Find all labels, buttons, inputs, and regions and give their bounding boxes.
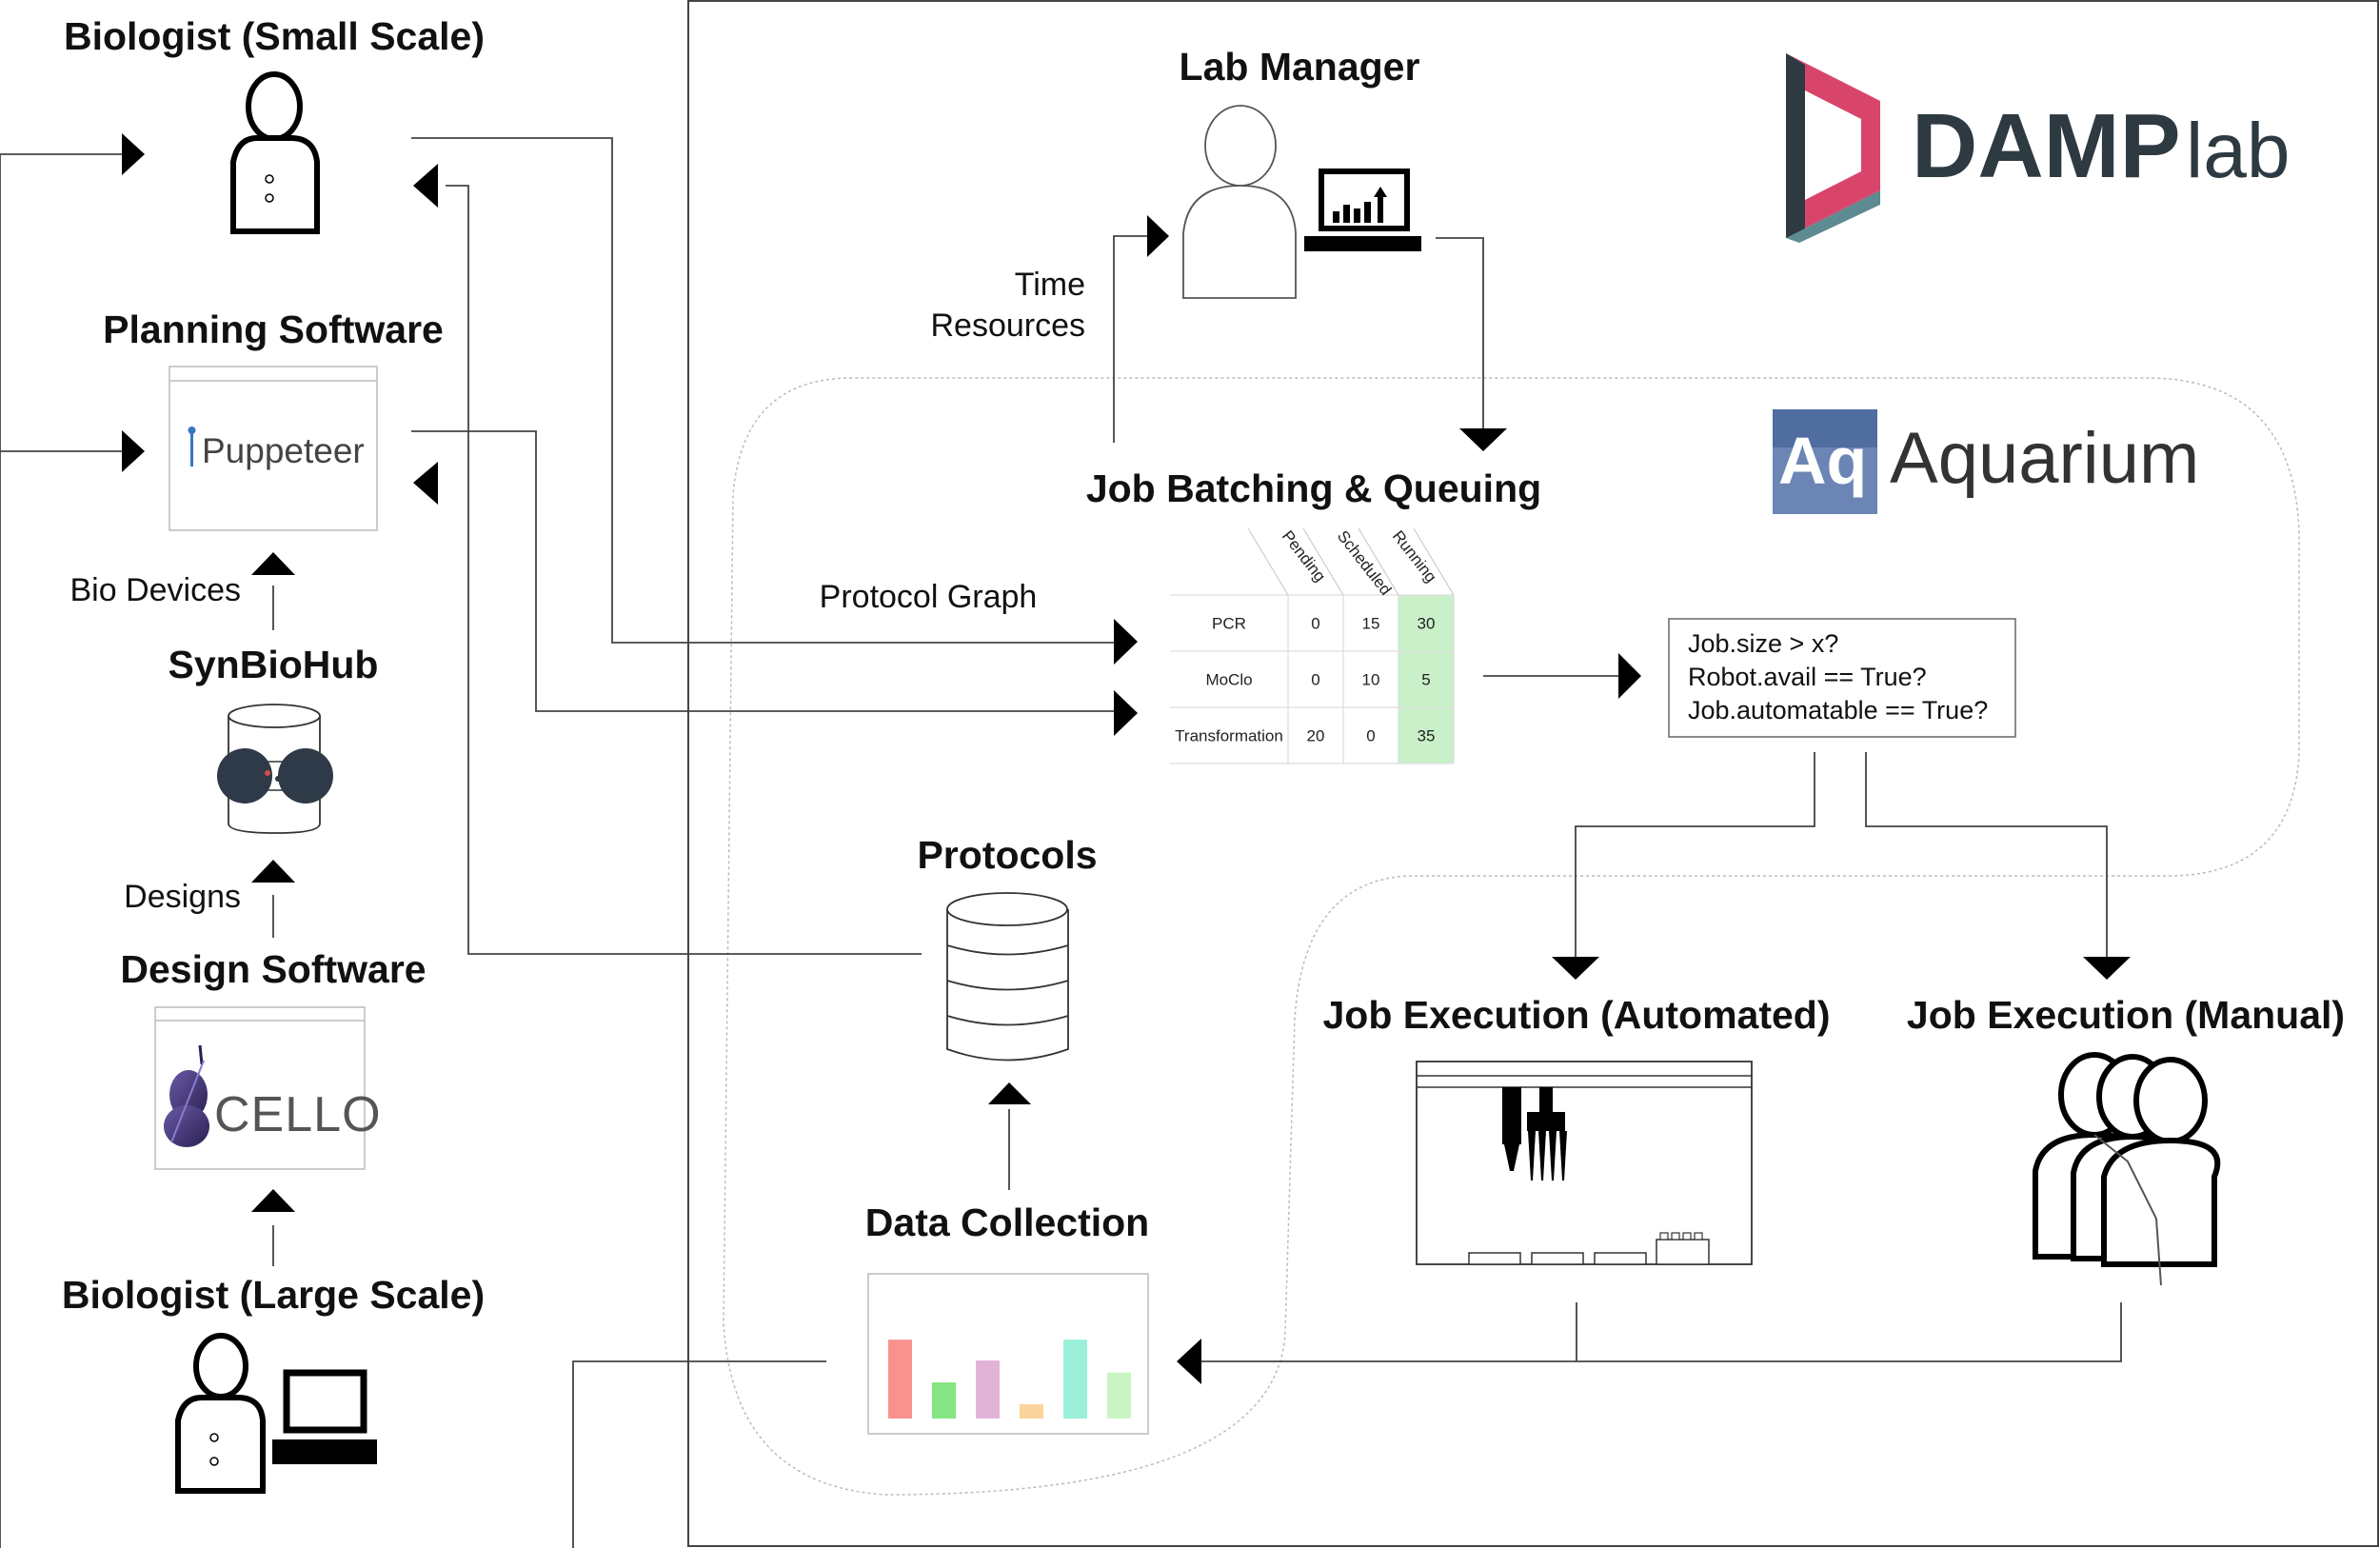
person-icon-large — [175, 1333, 266, 1494]
protocols-title: Protocols — [917, 833, 1097, 877]
synbiohub-title: SynBioHub — [169, 643, 379, 686]
queue-header-pending: Pending — [1279, 527, 1329, 585]
lab-manager-title: Lab Manager — [1180, 45, 1420, 89]
biologist-large-title: Biologist (Large Scale) — [62, 1273, 485, 1317]
data-bar — [1063, 1340, 1087, 1419]
queue-cell: 15 — [1362, 615, 1380, 633]
robot-pipette-icon — [1416, 1061, 1753, 1265]
lab-text: lab — [2186, 108, 2290, 194]
damplab-frame — [687, 0, 2379, 1547]
queue-cell: 0 — [1366, 727, 1375, 745]
queue-row-name: PCR — [1212, 615, 1246, 633]
puppeteer-logo-text: Puppeteer — [202, 431, 365, 470]
protocol-graph-label: Protocol Graph — [820, 579, 1038, 615]
bar-chart-icon — [867, 1273, 1149, 1435]
bio-devices-label: Bio Devices — [69, 572, 241, 608]
resources-label: Resources — [930, 308, 1085, 344]
damp-text: DAMP — [1912, 95, 2181, 197]
condition-size: Job.size > x? — [1688, 629, 1838, 658]
job-exec-manual-title: Job Execution (Manual) — [1907, 993, 2345, 1037]
data-bars — [888, 1340, 1131, 1419]
queue-cell: 0 — [1311, 671, 1319, 689]
laptop-icon — [272, 1369, 377, 1464]
conditions-box: Job.size > x? Robot.avail == True? Job.a… — [1668, 618, 2016, 738]
aq-mark-text: Aq — [1778, 424, 1867, 498]
data-bar — [1107, 1372, 1131, 1419]
aquarium-boundary — [723, 377, 2300, 1496]
queue-cell: 5 — [1421, 671, 1430, 689]
arrowheads — [122, 133, 2131, 1384]
puppeteer-window: Puppeteer — [169, 366, 378, 531]
condition-automatable: Job.automatable == True? — [1688, 696, 1988, 724]
damplab-logo: DAMP lab — [1786, 53, 2290, 243]
people-group-icon — [2033, 1052, 2221, 1286]
data-bar — [932, 1382, 956, 1419]
aquarium-text: Aquarium — [1890, 418, 2199, 499]
planning-software-title: Planning Software — [103, 308, 444, 351]
condition-robot: Robot.avail == True? — [1688, 663, 1927, 691]
queue-row-name: MoClo — [1205, 671, 1252, 689]
biologist-small-title: Biologist (Small Scale) — [64, 14, 485, 58]
person-icon — [230, 71, 320, 234]
job-batching-title: Job Batching & Queuing — [1086, 466, 1541, 510]
database-icon — [946, 892, 1069, 1062]
time-label: Time — [1015, 267, 1085, 303]
designs-label: Designs — [124, 879, 241, 915]
synbiohub-icon — [217, 704, 333, 834]
running-column-bg — [1398, 595, 1454, 764]
cello-window: CELLO — [154, 1006, 382, 1170]
job-exec-auto-title: Job Execution (Automated) — [1322, 993, 1830, 1037]
queue-cell: 35 — [1418, 727, 1436, 745]
connectors — [0, 137, 2122, 1548]
design-software-title: Design Software — [120, 947, 426, 991]
queue-row-name: Transformation — [1175, 727, 1283, 745]
data-collection-title: Data Collection — [865, 1201, 1149, 1244]
aquarium-logo: Aq Aquarium — [1773, 409, 2199, 514]
data-bar — [976, 1360, 1000, 1419]
data-bar — [1020, 1404, 1043, 1419]
lab-manager-person-icon — [1182, 105, 1297, 299]
queue-cell: 0 — [1311, 615, 1319, 633]
laptop-chart-icon — [1304, 169, 1421, 251]
cello-icon — [164, 1044, 209, 1147]
queue-cell: 10 — [1362, 671, 1380, 689]
queue-header-running: Running — [1389, 527, 1440, 586]
queue-cell: 30 — [1418, 615, 1436, 633]
queue-cell: 20 — [1307, 727, 1325, 745]
data-bar — [888, 1340, 912, 1419]
cello-logo-text: CELLO — [214, 1087, 382, 1142]
